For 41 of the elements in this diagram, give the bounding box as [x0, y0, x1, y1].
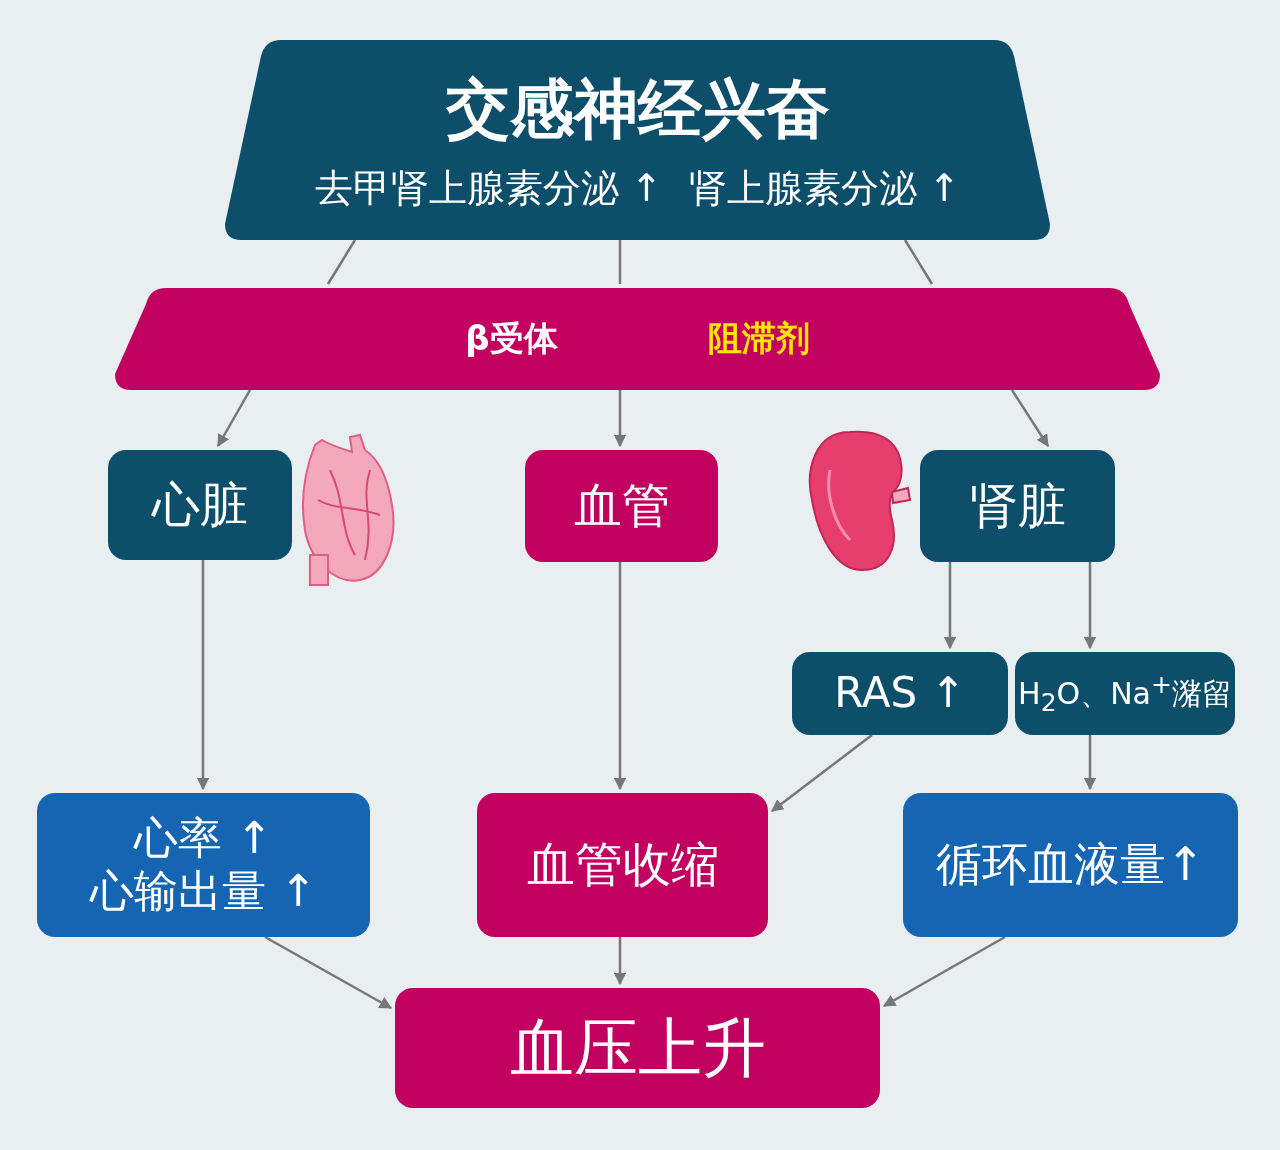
- process-box: [792, 652, 1008, 735]
- process-box: [920, 450, 1115, 562]
- arrow: [943, 562, 957, 650]
- arrow: [771, 734, 873, 812]
- highlight-label: 阻滞剂: [707, 317, 810, 360]
- connector-line: [326, 239, 357, 285]
- node-label: H$_{2}$O、Na$^{+}$潴留: [1018, 669, 1232, 718]
- node-label: 心输出量 ↑: [90, 865, 317, 918]
- arrow: [196, 560, 210, 791]
- band: [115, 288, 1160, 390]
- arrow: [882, 935, 1006, 1008]
- connector-line: [618, 240, 622, 284]
- arrow: [264, 935, 393, 1010]
- process-box: [477, 793, 768, 937]
- band-label: β受体: [465, 317, 558, 360]
- subtitle-text: 去甲肾上腺素分泌 ↑: [314, 165, 663, 212]
- node-label: 血管: [573, 477, 670, 535]
- node-label: 心脏: [152, 476, 248, 534]
- process-box: [525, 450, 718, 562]
- process-box: [903, 793, 1238, 937]
- arrow: [1083, 562, 1097, 650]
- node-label: RAS ↑: [834, 668, 966, 719]
- process-box: [1015, 652, 1235, 735]
- node-label: 心率 ↑: [134, 812, 273, 865]
- trapezoid-box: [225, 40, 1050, 240]
- process-box: [108, 450, 292, 560]
- subtitle-text: 肾上腺素分泌 ↑: [688, 165, 961, 212]
- process-box: [37, 793, 370, 937]
- arrow: [1083, 735, 1097, 791]
- connector-line: [903, 239, 934, 285]
- arrow: [613, 937, 627, 986]
- result-box: [395, 988, 880, 1108]
- arrow: [613, 390, 627, 448]
- arrow: [1010, 389, 1050, 448]
- node-label: 肾脏: [969, 477, 1066, 535]
- node-label: 血管收缩: [526, 836, 719, 894]
- title-text: 交感神经兴奋: [445, 71, 830, 148]
- arrow: [613, 562, 627, 791]
- node-label: 循环血液量↑: [936, 837, 1205, 893]
- arrow: [216, 389, 252, 448]
- node-label: 血压上升: [509, 1009, 766, 1087]
